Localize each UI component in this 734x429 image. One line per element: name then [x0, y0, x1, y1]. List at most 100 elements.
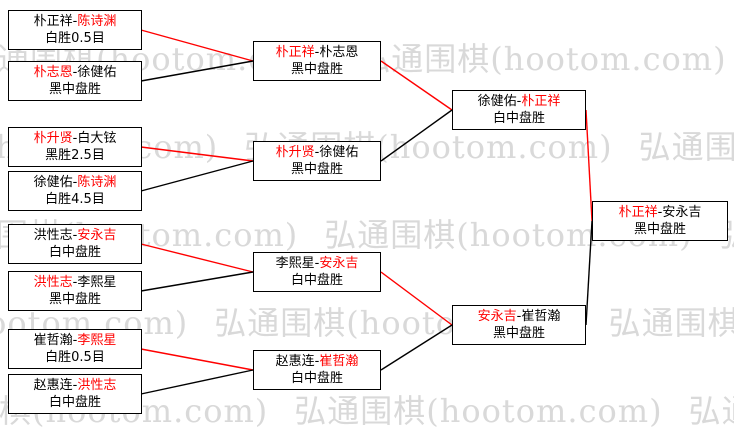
match-box-quarterfinal-2: 朴升贤-徐健佑 黑中盘胜 [253, 141, 381, 181]
match-result: 黑中盘胜 [290, 62, 343, 77]
separator: - [314, 354, 320, 369]
match-result: 白中盘胜 [290, 273, 343, 288]
player-name: 朴正祥 [275, 45, 315, 60]
match-box-semifinal-2: 安永吉-崔哲瀚 黑中盘胜 [452, 305, 586, 345]
match-box-quarterfinal-3: 李熙星-安永吉 白中盘胜 [253, 252, 381, 292]
player-name: 徐健佑 [33, 175, 73, 190]
player-name: 朴志恩 [33, 65, 73, 80]
player-name: 崔哲瀚 [319, 354, 359, 369]
match-box-round1-3: 朴升贤-白大铉 黑胜2.5目 [8, 127, 142, 167]
match-players: 安永吉-崔哲瀚 [478, 308, 561, 325]
connector-line [140, 160, 254, 192]
match-players: 徐健佑-陈诗渊 [34, 174, 117, 191]
match-players: 朴升贤-徐健佑 [276, 144, 359, 161]
match-players: 朴志恩-徐健佑 [34, 64, 117, 81]
player-name: 朴正祥 [521, 94, 561, 109]
match-result: 黑中盘胜 [48, 292, 101, 307]
match-result: 黑中盘胜 [633, 222, 686, 237]
player-name: 徐健佑 [77, 65, 117, 80]
match-box-round1-6: 洪性志-李熙星 黑中盘胜 [8, 271, 142, 311]
match-box-round1-1: 朴正祥-陈诗渊 白胜0.5目 [8, 10, 142, 50]
connector-line [140, 271, 254, 292]
separator: - [72, 228, 78, 243]
separator: - [72, 65, 78, 80]
player-name: 朴志恩 [319, 45, 359, 60]
player-name: 崔哲瀚 [33, 333, 73, 348]
separator: - [314, 256, 320, 271]
match-box-round1-7: 崔哲瀚-李熙星 白胜0.5目 [8, 329, 142, 369]
match-players: 李熙星-安永吉 [276, 255, 359, 272]
player-name: 徐健佑 [477, 94, 517, 109]
match-result: 黑中盘胜 [492, 326, 545, 341]
match-players: 朴正祥-陈诗渊 [34, 13, 117, 30]
player-name: 安永吉 [477, 309, 517, 324]
match-box-round1-2: 朴志恩-徐健佑 黑中盘胜 [8, 61, 142, 101]
separator: - [72, 378, 78, 393]
match-players: 赵惠连-崔哲瀚 [276, 353, 359, 370]
player-name: 朴正祥 [618, 205, 658, 220]
connector-line-winner [585, 109, 593, 222]
player-name: 安永吉 [662, 205, 702, 220]
match-players: 朴升贤-白大铉 [34, 130, 117, 147]
player-name: 陈诗渊 [77, 175, 117, 190]
player-name: 李熙星 [77, 275, 117, 290]
connector-line-winner [140, 243, 254, 273]
match-players: 洪性志-安永吉 [34, 227, 117, 244]
match-result: 白中盘胜 [48, 245, 101, 260]
separator: - [516, 94, 522, 109]
player-name: 赵惠连 [275, 354, 315, 369]
connector-line [140, 60, 254, 82]
match-players: 朴正祥-朴志恩 [276, 44, 359, 61]
separator: - [314, 45, 320, 60]
match-box-round1-4: 徐健佑-陈诗渊 白胜4.5目 [8, 171, 142, 211]
match-result: 白胜0.5目 [45, 31, 105, 46]
match-result: 白中盘胜 [290, 371, 343, 386]
player-name: 李熙星 [77, 333, 117, 348]
connector-line [585, 220, 593, 326]
connector-line [140, 369, 254, 395]
match-result: 黑胜2.5目 [45, 148, 105, 163]
match-box-final: 朴正祥-安永吉 黑中盘胜 [592, 201, 728, 241]
player-name: 洪性志 [33, 275, 73, 290]
player-name: 安永吉 [77, 228, 117, 243]
player-name: 朴升贤 [33, 131, 73, 146]
connector-line [380, 324, 453, 371]
match-result: 白胜4.5目 [45, 192, 105, 207]
match-box-round1-8: 赵惠连-洪性志 白中盘胜 [8, 374, 142, 414]
match-result: 黑中盘胜 [48, 82, 101, 97]
match-result: 白中盘胜 [492, 111, 545, 126]
player-name: 朴升贤 [275, 145, 315, 160]
separator: - [657, 205, 663, 220]
separator: - [314, 145, 320, 160]
player-name: 朴正祥 [33, 14, 73, 29]
connector-line-winner [140, 348, 254, 371]
separator: - [72, 14, 78, 29]
match-box-quarterfinal-4: 赵惠连-崔哲瀚 白中盘胜 [253, 350, 381, 390]
connector-line-winner [380, 271, 453, 326]
player-name: 洪性志 [77, 378, 117, 393]
player-name: 安永吉 [319, 256, 359, 271]
match-box-semifinal-1: 徐健佑-朴正祥 白中盘胜 [452, 90, 586, 130]
match-result: 白胜0.5目 [45, 350, 105, 365]
match-players: 赵惠连-洪性志 [34, 377, 117, 394]
match-result: 白中盘胜 [48, 395, 101, 410]
connector-line [380, 109, 453, 162]
match-players: 崔哲瀚-李熙星 [34, 332, 117, 349]
connector-line-winner [140, 29, 254, 62]
separator: - [516, 309, 522, 324]
separator: - [72, 131, 78, 146]
player-name: 白大铉 [77, 131, 117, 146]
connector-line-winner [380, 60, 453, 111]
player-name: 李熙星 [275, 256, 315, 271]
player-name: 陈诗渊 [77, 14, 117, 29]
connector-line-winner [140, 146, 254, 162]
match-players: 徐健佑-朴正祥 [478, 93, 561, 110]
match-players: 朴正祥-安永吉 [619, 204, 702, 221]
separator: - [72, 275, 78, 290]
match-box-quarterfinal-1: 朴正祥-朴志恩 黑中盘胜 [253, 41, 381, 81]
match-players: 洪性志-李熙星 [34, 274, 117, 291]
player-name: 徐健佑 [319, 145, 359, 160]
player-name: 崔哲瀚 [521, 309, 561, 324]
